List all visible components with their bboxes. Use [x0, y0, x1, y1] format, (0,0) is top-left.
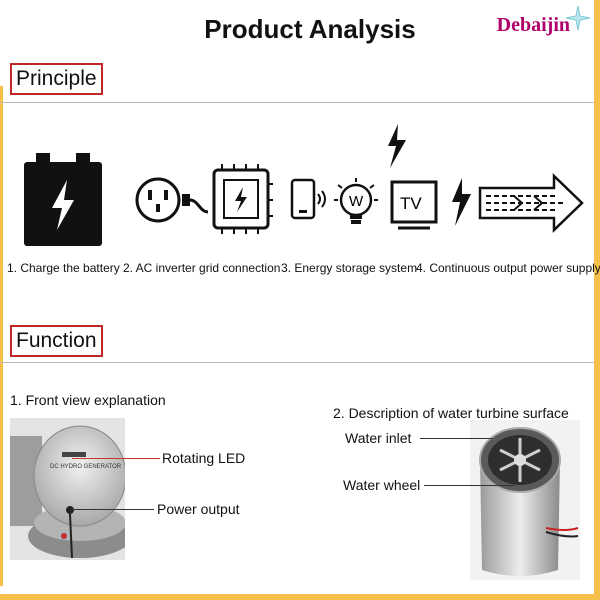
- battery-icon: [24, 153, 102, 246]
- power-leader-line: [72, 509, 154, 510]
- step-4-label: 4. Continuous output power supply: [416, 261, 600, 275]
- step-2-label: 2. AC inverter grid connection: [123, 261, 281, 275]
- bulb-letter: W: [349, 193, 364, 210]
- function-heading: Function: [10, 325, 103, 357]
- principle-heading: Principle: [10, 63, 103, 95]
- power-output-label: Power output: [157, 501, 240, 517]
- star-icon: [565, 5, 591, 31]
- brand-logo: Debaijin: [496, 14, 570, 36]
- turbine-title: 2. Description of water turbine surface: [333, 405, 569, 421]
- turbine-photo: [470, 420, 580, 580]
- phone-bulb-tv-icon: W TV: [290, 124, 438, 230]
- principle-rule: [0, 102, 594, 103]
- front-view-title: 1. Front view explanation: [10, 392, 166, 408]
- function-rule: [0, 362, 594, 363]
- arrow-flow-icon: [452, 173, 584, 233]
- led-leader-line: [72, 458, 160, 459]
- rotating-led-label: Rotating LED: [162, 450, 246, 466]
- tv-label: TV: [400, 194, 422, 213]
- water-wheel-label: Water wheel: [343, 477, 421, 493]
- plate-text: DC HYDRO GENERATOR: [50, 464, 122, 470]
- inlet-leader-line: [420, 438, 492, 439]
- left-accent-bar: [0, 86, 3, 586]
- wheel-leader-line: [424, 485, 514, 486]
- step-3-label: 3. Energy storage system: [281, 261, 418, 275]
- front-view-photo: DC HYDRO GENERATOR: [10, 418, 125, 560]
- page-title: Product Analysis: [204, 14, 416, 44]
- inverter-plug-icon: [135, 164, 273, 234]
- water-inlet-label: Water inlet: [345, 430, 412, 446]
- step-1-label: 1. Charge the battery: [7, 261, 120, 275]
